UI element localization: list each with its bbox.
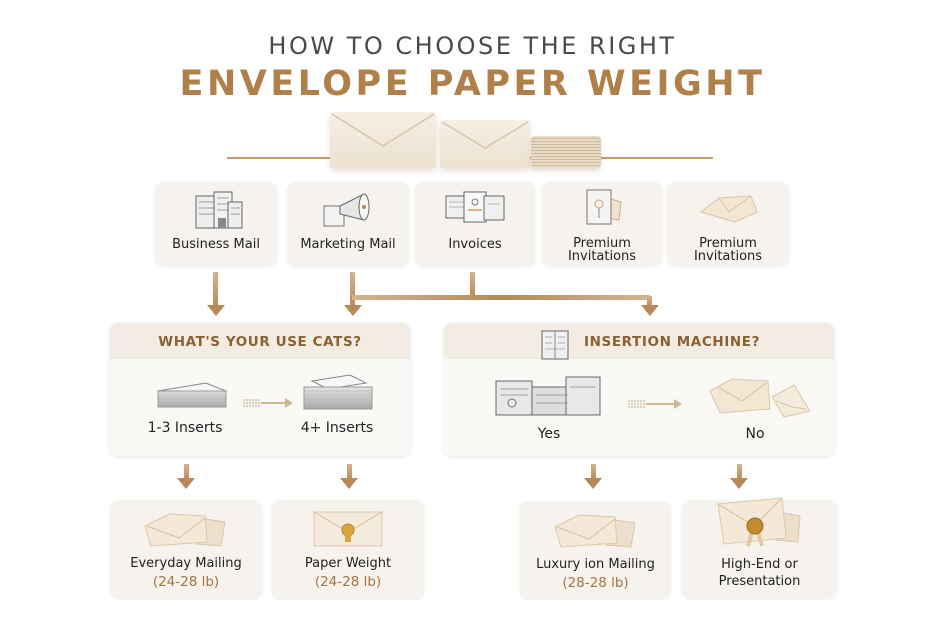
category-marketing-mail[interactable]: Marketing Mail	[287, 182, 409, 266]
category-label: Invoices	[448, 237, 502, 252]
megaphone-icon	[323, 193, 370, 227]
dashed-arrow-icon	[628, 399, 682, 409]
connector-line	[347, 464, 352, 480]
option-1-3-inserts[interactable]: 1-3 Inserts	[147, 420, 223, 436]
category-premium-invitations-1[interactable]: Premium Invitations	[542, 182, 662, 266]
category-label: Marketing Mail	[300, 237, 396, 252]
category-label: Business Mail	[172, 237, 260, 252]
result-label: Paper Weight	[304, 556, 392, 571]
insertion-machine-panel: INSERTION MACHINE? Yes No	[444, 323, 834, 456]
result-label-line1: High-End or	[721, 557, 798, 572]
result-label-line2: Presentation	[718, 574, 801, 589]
result-high-end-presentation[interactable]: High-End or Presentation	[682, 497, 837, 598]
title-divider-left	[227, 157, 333, 159]
title-line-2: ENVELOPE PAPER WEIGHT	[179, 64, 766, 104]
connector-line	[213, 272, 218, 308]
insertion-machine-title: INSERTION MACHINE?	[584, 334, 761, 350]
category-premium-invitations-2[interactable]: Premium Invitations	[667, 182, 789, 266]
invoice-documents-icon	[445, 191, 505, 223]
dashed-arrow-icon	[243, 398, 293, 408]
envelope-stack-icon	[144, 513, 226, 547]
result-luxury-mailing[interactable]: Luxury ion Mailing (28-28 lb)	[520, 501, 671, 598]
result-everyday-mailing[interactable]: Everyday Mailing (24-28 lb)	[110, 500, 262, 598]
sealed-envelope-icon	[313, 511, 383, 547]
machine-manual-icon	[541, 330, 569, 360]
arrow-down-icon	[344, 305, 362, 316]
arrow-down-icon	[584, 478, 602, 489]
arrow-down-icon	[641, 305, 659, 316]
panel-header	[110, 323, 410, 359]
option-yes[interactable]: Yes	[537, 426, 561, 442]
connector-line	[737, 464, 742, 480]
category-label-line2: Invitations	[567, 249, 637, 264]
wax-seal-envelope-icon	[716, 497, 801, 547]
connector-line	[647, 296, 652, 308]
office-building-icon	[195, 191, 243, 229]
use-case-panel: WHAT'S YOUR USE CATS? 1-3 Inserts 4+ Ins…	[110, 323, 410, 456]
paper-stack-large-icon	[303, 374, 373, 410]
result-label: Everyday Mailing	[130, 556, 242, 571]
hero-envelope-medium-icon	[440, 120, 530, 168]
hero-envelope-stack-icon	[531, 136, 601, 168]
category-label-line1: Premium	[699, 236, 757, 251]
connector-branch-line	[352, 295, 650, 300]
category-label-line2: Invitations	[693, 249, 763, 264]
folded-envelope-icon	[699, 195, 758, 223]
title-divider-right	[530, 157, 713, 159]
envelope-stack-icon	[553, 514, 636, 548]
arrow-down-icon	[207, 305, 225, 316]
option-no[interactable]: No	[745, 426, 765, 442]
category-invoices[interactable]: Invoices	[415, 182, 535, 266]
title-line-1: HOW TO CHOOSE THE RIGHT	[268, 32, 677, 60]
arrow-down-icon	[730, 478, 748, 489]
use-case-title: WHAT'S YOUR USE CATS?	[158, 334, 362, 350]
connector-line	[350, 272, 355, 308]
result-weight: (28-28 lb)	[562, 575, 629, 591]
envelopes-icon	[709, 378, 811, 418]
arrow-down-icon	[177, 478, 195, 489]
connector-line	[470, 272, 475, 298]
panel-header	[444, 323, 834, 359]
result-weight: (24-28 lb)	[314, 574, 382, 590]
result-paper-weight[interactable]: Paper Weight (24-28 lb)	[272, 500, 424, 598]
result-weight: (24-28 lb)	[152, 574, 220, 590]
category-business-mail[interactable]: Business Mail	[155, 182, 277, 266]
connector-line	[184, 464, 189, 480]
invitation-card-icon	[586, 189, 622, 225]
result-label: Luxury ion Mailing	[536, 557, 655, 572]
insertion-machine-icon	[495, 376, 601, 416]
arrow-down-icon	[340, 478, 358, 489]
paper-stack-small-icon	[156, 382, 228, 408]
option-4plus-inserts[interactable]: 4+ Inserts	[300, 420, 374, 436]
category-label-line1: Premium	[573, 236, 631, 251]
connector-line	[591, 464, 596, 480]
hero-envelope-large-icon	[330, 112, 436, 168]
